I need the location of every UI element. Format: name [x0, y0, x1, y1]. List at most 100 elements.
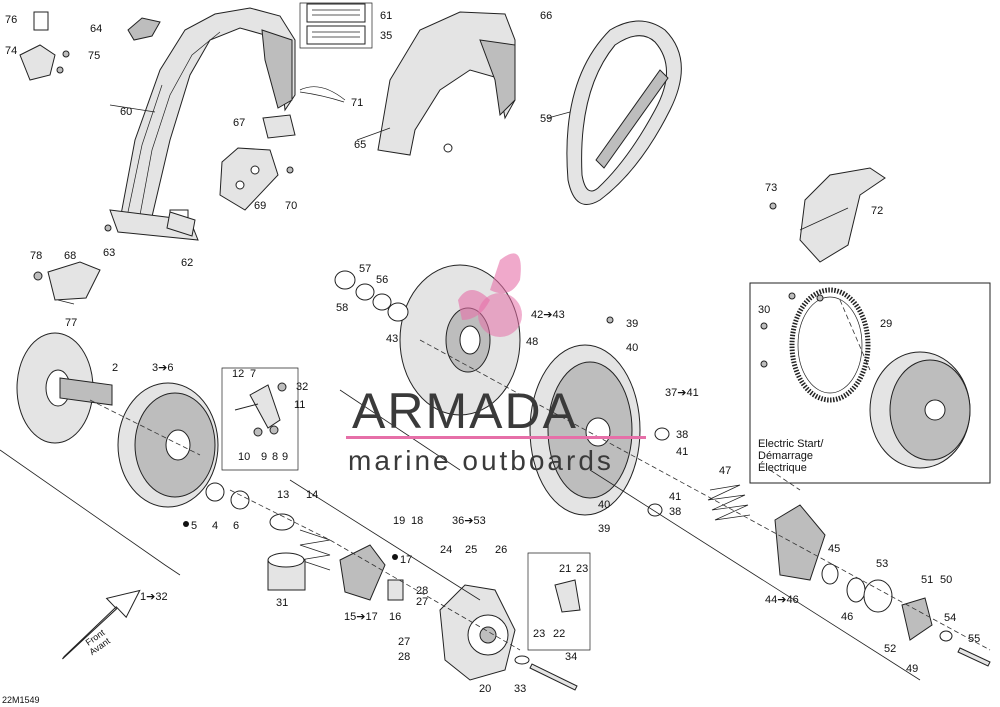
callout: 25 — [465, 544, 477, 556]
callout: 46 — [841, 611, 853, 623]
callout: 55 — [968, 633, 980, 645]
callout: 39 — [626, 318, 638, 330]
callout: 73 — [765, 182, 777, 194]
callout: 72 — [871, 205, 883, 217]
watermark-brand: ARMADA — [352, 383, 578, 439]
callout: 58 — [336, 302, 348, 314]
callout: 18 — [411, 515, 423, 527]
callout: 50 — [940, 574, 952, 586]
callout: 33 — [514, 683, 526, 695]
callout: 19 — [393, 515, 405, 527]
front-arrow: Front Avant — [62, 589, 141, 660]
callout: 9 — [282, 451, 288, 463]
callout: 60 — [120, 106, 132, 118]
part-74 — [19, 44, 56, 81]
belt-guard — [109, 7, 296, 241]
inset-caption-line1: Electric Start/ — [758, 438, 824, 450]
callout: 38 — [669, 506, 681, 518]
callout: 13 — [277, 489, 289, 501]
callout: 7 — [250, 368, 256, 380]
callout: 70 — [285, 200, 297, 212]
callout: 29 — [880, 318, 892, 330]
watermark-subtitle: marine outboards — [348, 445, 614, 476]
callout: 24 — [440, 544, 452, 556]
callout: 74 — [5, 45, 17, 57]
callout: 53 — [876, 558, 888, 570]
rear-guard — [377, 11, 516, 156]
ring-gear — [789, 287, 871, 403]
callout: 57 — [359, 263, 371, 275]
bracket-69 — [219, 147, 279, 211]
callout: 28 — [398, 651, 410, 663]
callout: 11 — [294, 399, 305, 411]
spring-47 — [707, 484, 751, 521]
armada-watermark: ARMADA marine outboards — [346, 253, 646, 476]
bracket-67 — [262, 114, 296, 139]
callout: 23 — [576, 563, 588, 575]
callout: 71 — [351, 97, 363, 109]
spider-15 — [339, 544, 386, 601]
cam-44 — [774, 504, 826, 581]
inset-frame — [749, 282, 991, 484]
arm-detail-frame — [221, 367, 299, 471]
part-49 — [901, 597, 933, 641]
callout: 40 — [598, 499, 610, 511]
callout: 68 — [64, 250, 76, 262]
callout: 17 — [400, 554, 412, 566]
callout: 38 — [676, 429, 688, 441]
callout: 22 — [553, 628, 565, 640]
callout: 34 — [565, 651, 577, 663]
inset-caption-line3: Électrique — [758, 461, 807, 474]
callout: 39 — [598, 523, 610, 535]
part-64 — [127, 17, 161, 41]
callout: 3➔6 — [152, 362, 173, 374]
callout: 42➔43 — [531, 309, 565, 321]
callout: 12 — [232, 368, 244, 380]
inset-caption-line2: Démarrage — [758, 450, 813, 462]
callout: 51 — [921, 574, 933, 586]
callout: 47 — [719, 465, 731, 477]
decal-61 — [306, 3, 366, 23]
callout: 20 — [479, 683, 491, 695]
drive-pulley — [16, 332, 219, 508]
callout: 6 — [233, 520, 239, 532]
callout: 30 — [758, 304, 770, 316]
decal-35 — [306, 25, 366, 45]
callout: 45 — [828, 543, 840, 555]
bushing-16 — [387, 579, 404, 601]
bracket-68 — [47, 261, 101, 301]
callout: 76 — [5, 14, 17, 26]
callout: 66 — [540, 10, 552, 22]
callout: 54 — [944, 612, 956, 624]
housing-20 — [439, 584, 516, 681]
bolt-34 — [529, 663, 578, 691]
callout: 69 — [254, 200, 266, 212]
callout: 8 — [272, 451, 278, 463]
callout: 75 — [88, 50, 100, 62]
callout: 27 — [398, 636, 410, 648]
callout: 2 — [112, 362, 118, 374]
callout: 52 — [884, 643, 896, 655]
callout: 59 — [540, 113, 552, 125]
callout: 43 — [386, 333, 398, 345]
callout: 14 — [306, 489, 318, 501]
callout: 64 — [90, 23, 102, 35]
diagram-id: 22M1549 — [2, 695, 40, 705]
flywheel-clutch — [869, 351, 971, 469]
callout: 40 — [626, 342, 638, 354]
callout: 41 — [676, 446, 688, 458]
callout: 15➔17 — [344, 611, 378, 623]
pin-71 — [299, 86, 346, 103]
callout: 37➔41 — [665, 387, 699, 399]
drive-belt — [566, 20, 682, 205]
callout: 31 — [276, 597, 288, 609]
callout: 56 — [376, 274, 388, 286]
callout: 49 — [906, 663, 918, 675]
callout: 9 — [261, 451, 267, 463]
callout: 1➔32 — [140, 591, 168, 603]
callout: 78 — [30, 250, 42, 262]
callout: 35 — [380, 30, 392, 42]
callout: 77 — [65, 317, 77, 329]
callout: 10 — [238, 451, 250, 463]
